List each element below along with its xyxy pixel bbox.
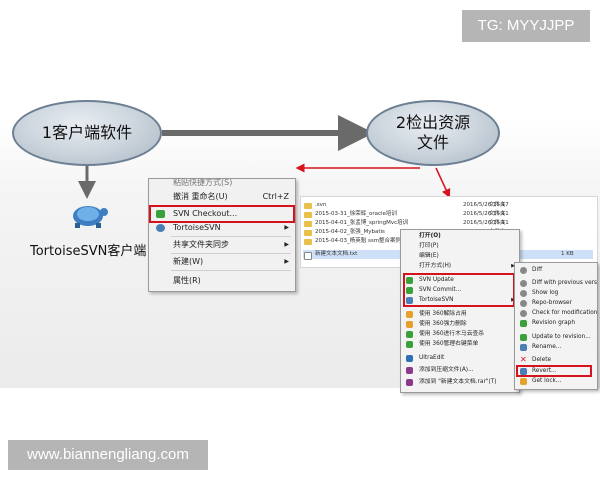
top-watermark: TG: MYYJJPP: [462, 10, 590, 42]
menu-item-properties[interactable]: 属性(R): [173, 276, 201, 285]
menu-item-revert[interactable]: Revert...: [515, 366, 597, 376]
menu-item-add-archive[interactable]: 添加到压缩文件(A)...: [401, 365, 519, 375]
menu-item-360-manage[interactable]: 使用 360管理右键菜单: [401, 339, 519, 349]
tortoisesvn-icon: [406, 297, 413, 304]
menu-item-open[interactable]: 打开(O): [419, 233, 441, 239]
folder-icon: [304, 203, 312, 209]
menu-item-ultraedit[interactable]: UltraEdit: [401, 353, 519, 363]
step1-label: 1客户端软件: [41, 123, 133, 142]
menu-separator: [171, 205, 291, 206]
update-icon: [520, 334, 527, 341]
file-row[interactable]: 2015-04-01_张孟博_springMvc培训 2016/5/26 15:…: [303, 219, 593, 228]
folder-icon: [304, 239, 312, 245]
menu-item-tortoisesvn[interactable]: TortoiseSVN ▶: [149, 221, 295, 235]
folder-icon: [304, 221, 312, 227]
submenu-arrow-icon: ▶: [511, 261, 515, 271]
360-icon: [406, 331, 413, 338]
magnifier-icon: [520, 280, 527, 287]
text-file-icon: [304, 252, 312, 260]
tortoise-icon: [73, 206, 108, 228]
svn-checkout-icon: [156, 210, 165, 218]
highlight-svn-items: [403, 273, 515, 307]
menu-item-new[interactable]: 新建(W) ▶: [149, 255, 295, 269]
magnifier-icon: [520, 267, 527, 274]
menu-item-check-modifications[interactable]: Check for modifications: [515, 308, 597, 318]
menu-separator: [171, 236, 291, 237]
lock-icon: [520, 378, 527, 385]
file-row[interactable]: .svn 2016/5/26 15:17 文件夹: [303, 201, 593, 210]
menu-item-open-with[interactable]: 打开方式(H)▶: [401, 261, 519, 271]
menu-item-360-unlock[interactable]: 使用 360解除占用: [401, 309, 519, 319]
menu-item-undo-rename[interactable]: 撤消 重命名(U) Ctrl+Z: [173, 192, 289, 201]
menu-item-diff-previous[interactable]: Diff with previous version: [515, 278, 597, 288]
menu-item-share-sync[interactable]: 共享文件夹同步 ▶: [149, 238, 295, 252]
archive-icon: [406, 367, 413, 374]
step2-ellipse: 2检出资源文件: [366, 100, 500, 166]
menu-separator: [171, 270, 291, 271]
delete-icon: ✕: [520, 355, 527, 364]
menu-item-delete[interactable]: ✕Delete: [520, 355, 552, 364]
archive-icon: [406, 379, 413, 386]
folder-icon: [304, 230, 312, 236]
revert-icon: [520, 368, 527, 375]
menu-item-svn-checkout[interactable]: SVN Checkout...: [149, 205, 295, 223]
menu-item-print[interactable]: 打印(P): [419, 243, 439, 249]
svn-update-icon: [406, 277, 413, 284]
submenu-arrow-icon: ▶: [284, 241, 289, 248]
menu-item-360-scan[interactable]: 使用 360进行木马云查杀: [401, 329, 519, 339]
arrow-to-files: [435, 167, 451, 199]
menu-item-update-revision[interactable]: Update to revision...: [515, 332, 597, 342]
menu-item-show-log[interactable]: Show log: [515, 288, 597, 298]
context-menu-desktop: 粘贴快捷方式(S) 撤消 重命名(U) Ctrl+Z SVN Checkout.…: [148, 178, 296, 292]
menu-item-svn-update[interactable]: SVN Update: [401, 275, 519, 285]
menu-item-get-lock[interactable]: Get lock...: [515, 376, 597, 386]
submenu-arrow-icon: ▶: [284, 224, 289, 231]
graph-icon: [520, 320, 527, 327]
ultraedit-icon: [406, 355, 413, 362]
menu-item-repo-browser[interactable]: Repo-browser: [515, 298, 597, 308]
context-menu-tortoisesvn: Diff Diff with previous version Show log…: [514, 262, 598, 390]
svn-commit-icon: [406, 287, 413, 294]
menu-item-edit[interactable]: 编辑(E): [419, 253, 439, 259]
context-menu-file: 打开(O) 打印(P) 编辑(E) 打开方式(H)▶ SVN Update SV…: [400, 229, 520, 393]
tortoisesvn-icon: [156, 224, 165, 232]
menu-separator: [171, 253, 291, 254]
menu-item-revision-graph[interactable]: Revision graph: [515, 318, 597, 328]
highlight-revert: [516, 365, 592, 377]
submenu-arrow-icon: ▶: [284, 258, 289, 265]
folder-icon: [304, 212, 312, 218]
menu-item-diff[interactable]: Diff: [515, 265, 597, 275]
file-row[interactable]: 2015-03-31_徐荣辉_oracle培训 2016/5/26 15:11 …: [303, 210, 593, 219]
rename-icon: [520, 344, 527, 351]
tortoise-label: TortoiseSVN客户端: [30, 244, 147, 259]
360-icon: [406, 321, 413, 328]
menu-item-add-rar[interactable]: 添加到 "新建文本文档.rar"(T): [401, 377, 519, 387]
magnifier-icon: [520, 290, 527, 297]
magnifier-icon: [520, 300, 527, 307]
360-icon: [406, 311, 413, 318]
bottom-watermark: www.biannengliang.com: [8, 440, 208, 470]
menu-item-svn-commit[interactable]: SVN Commit...: [401, 285, 519, 295]
menu-item-paste-shortcut[interactable]: 粘贴快捷方式(S): [173, 178, 233, 187]
menu-item-360-delete[interactable]: 使用 360强力删除: [401, 319, 519, 329]
menu-item-rename[interactable]: Rename...: [515, 342, 597, 352]
step2-label: 2检出资源文件: [395, 113, 471, 152]
step1-ellipse: 1客户端软件: [12, 100, 162, 166]
magnifier-icon: [520, 310, 527, 317]
360-icon: [406, 341, 413, 348]
